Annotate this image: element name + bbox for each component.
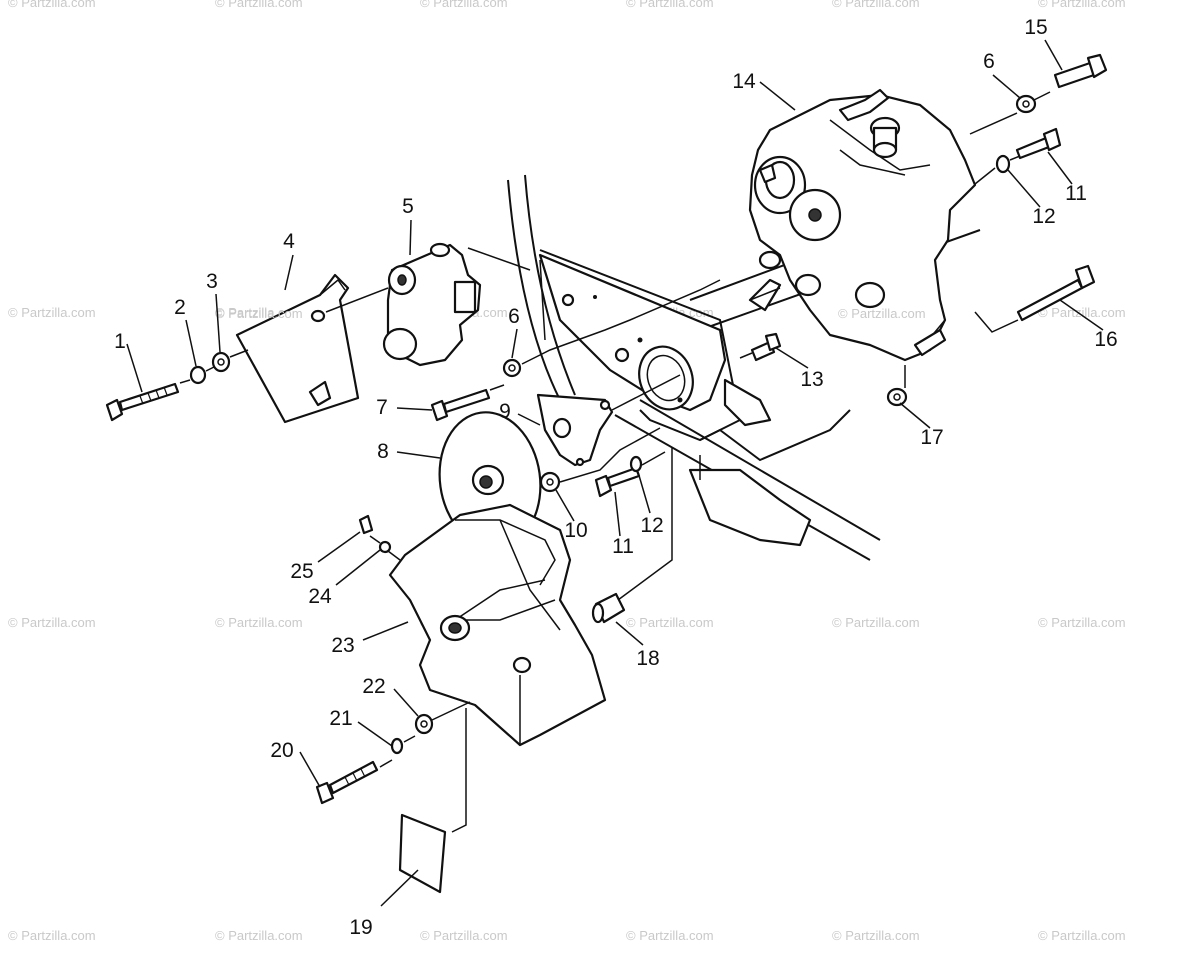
callout-c13: 13 (800, 368, 823, 391)
decal (398, 813, 447, 894)
washers-nuts (189, 94, 1037, 755)
watermark-text: © Partzilla.com (626, 615, 714, 630)
callout-c6b: 6 (983, 50, 995, 73)
bolt-11-upper (1015, 127, 1062, 160)
callout-c8: 8 (377, 440, 389, 463)
callout-labels: 1234566789101111121213141516171819202122… (114, 16, 1118, 939)
watermark-text: © Partzilla.com (8, 305, 96, 320)
callout-c1: 1 (114, 330, 126, 353)
bracket: © Partzilla.com (215, 273, 360, 424)
callout-c5: 5 (402, 195, 414, 218)
callout-c12a: 12 (640, 514, 663, 537)
callout-c10: 10 (564, 519, 587, 542)
watermark-text: © Partzilla.com (1038, 615, 1126, 630)
watermark-text: © Partzilla.com (215, 0, 303, 10)
callout-c20: 20 (270, 739, 293, 762)
callout-c17: 17 (920, 426, 943, 449)
mount-plate (538, 253, 727, 412)
callout-c18: 18 (636, 647, 659, 670)
watermark-text: © Partzilla.com (832, 615, 920, 630)
bolt-7 (430, 388, 491, 422)
callout-c11a: 11 (612, 535, 634, 558)
callout-c19: 19 (349, 916, 372, 939)
callout-c6a: 6 (508, 305, 520, 328)
callout-c16: 16 (1094, 328, 1117, 351)
watermark-text: © Partzilla.com (832, 928, 920, 943)
callout-c15: 15 (1024, 16, 1047, 39)
callout-c7: 7 (376, 396, 388, 419)
gearcase: © Partzilla.com (748, 88, 977, 362)
watermark-text: © Partzilla.com (215, 928, 303, 943)
callout-c3: 3 (206, 270, 218, 293)
spacer (591, 592, 626, 624)
watermark-text: © Partzilla.com (8, 615, 96, 630)
bearing-plate (536, 393, 614, 467)
leader-lines (126, 39, 1104, 907)
inline-watermark: © Partzilla.com (215, 306, 303, 321)
watermark-layer: © Partzilla.com © Partzilla.com © Partzill… (8, 0, 1126, 943)
chaincase-cover (388, 503, 607, 747)
bolt-20 (315, 760, 379, 805)
bolt-15 (1053, 53, 1108, 89)
callout-c22: 22 (362, 675, 385, 698)
bolt-1 (105, 382, 180, 422)
watermark-text: © Partzilla.com (626, 0, 714, 10)
watermark-text: © Partzilla.com (420, 0, 508, 10)
callout-c2: 2 (174, 296, 186, 319)
bolt-16 (1016, 264, 1096, 322)
callout-c14: 14 (732, 70, 756, 93)
callout-c12b: 12 (1032, 205, 1055, 228)
watermark-text: © Partzilla.com (626, 928, 714, 943)
callout-c25: 25 (290, 560, 313, 583)
callout-c9: 9 (499, 400, 511, 423)
callout-c23: 23 (331, 634, 354, 657)
callout-c11b: 11 (1065, 182, 1087, 205)
watermark-text: © Partzilla.com (8, 928, 96, 943)
bolt-25 (358, 514, 374, 535)
assembly-lines (179, 91, 1051, 833)
watermark-text: © Partzilla.com (1038, 305, 1126, 320)
watermark-text: © Partzilla.com (8, 0, 96, 10)
callout-c4: 4 (283, 230, 295, 253)
callout-c24: 24 (308, 585, 332, 608)
watermark-text: © Partzilla.com (1038, 928, 1126, 943)
watermark-text: © Partzilla.com (215, 615, 303, 630)
bearing-block (382, 242, 482, 367)
watermark-text: © Partzilla.com (832, 0, 920, 10)
bolt-11-lower (594, 466, 641, 498)
watermark-text: © Partzilla.com (420, 928, 508, 943)
callout-c21: 21 (329, 707, 352, 730)
watermark-text: © Partzilla.com (1038, 0, 1126, 10)
bolt-13 (750, 332, 782, 362)
svg-text:© Partzilla.com: © Partzilla.com (838, 306, 926, 321)
